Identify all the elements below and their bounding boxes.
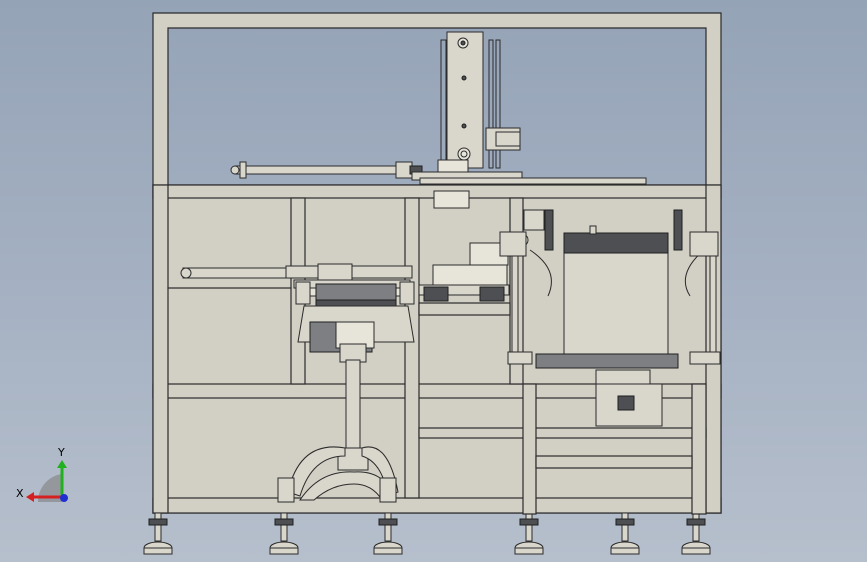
left-pusher-assembly bbox=[180, 190, 470, 503]
right-bagging-station bbox=[499, 209, 721, 515]
axis-x-label: X bbox=[16, 487, 24, 500]
axis-triad: X Y bbox=[16, 446, 68, 502]
vertical-lift-column bbox=[440, 31, 521, 169]
top-horizontal-cylinder bbox=[230, 159, 647, 185]
axis-z-marker bbox=[60, 494, 68, 502]
axis-y-label: Y bbox=[57, 446, 65, 459]
axis-x-arrowhead bbox=[26, 492, 34, 502]
axis-y-arrowhead bbox=[57, 460, 67, 468]
center-blocks bbox=[418, 242, 510, 302]
leveling-feet bbox=[143, 512, 711, 555]
